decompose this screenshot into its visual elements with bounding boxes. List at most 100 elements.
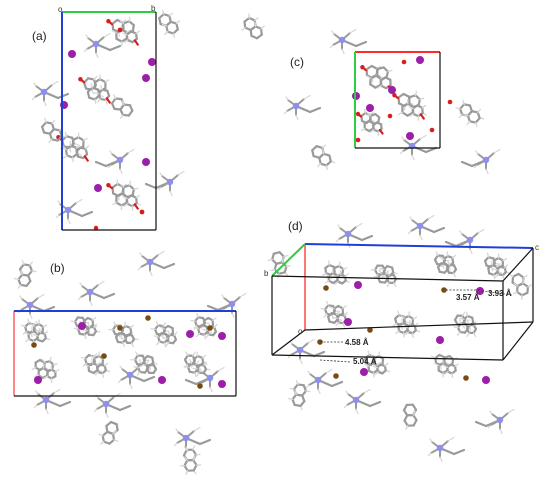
bond-stick [196, 351, 199, 357]
bond-stick [135, 351, 139, 357]
bond-stick [424, 146, 438, 154]
bond-stick [48, 138, 53, 144]
bond-stick [307, 338, 315, 344]
bond-stick [155, 320, 159, 327]
bond-stick [366, 112, 372, 117]
distance-contact-line-4 [319, 359, 351, 363]
bond-stick [113, 439, 119, 442]
bond-stick [344, 273, 349, 277]
bond-stick [328, 260, 330, 266]
bond-stick [91, 316, 97, 321]
panel-b-label: (b) [50, 261, 65, 275]
bond-stick [198, 438, 212, 446]
bond-stick [34, 374, 40, 378]
bond-stick [231, 312, 235, 319]
bond-stick [94, 160, 108, 168]
bond-stick [192, 463, 198, 472]
bond-stick [443, 370, 449, 375]
bond-stick [387, 69, 393, 73]
iodide-anion [482, 376, 490, 384]
nitrogen-atom [42, 396, 50, 404]
bromine-atom [323, 285, 329, 291]
bond-stick [90, 355, 96, 359]
bond-stick [305, 384, 310, 389]
bond-stick [104, 362, 109, 367]
bond-stick [462, 99, 465, 106]
bond-stick [312, 350, 326, 358]
bond-stick [509, 273, 514, 278]
bond-stick [395, 330, 400, 335]
bond-stick [162, 9, 165, 15]
bond-stick [493, 274, 496, 280]
bond-stick [108, 44, 122, 52]
bond-stick [472, 324, 478, 331]
bond-stick [122, 19, 127, 24]
bond-stick [122, 196, 128, 200]
bond-stick [474, 121, 478, 128]
bond-stick [417, 98, 422, 107]
bond-stick [97, 280, 105, 286]
bond-stick [151, 356, 155, 364]
bond-stick [241, 26, 246, 31]
bond-stick [447, 436, 455, 442]
bond-stick [184, 456, 188, 462]
bond-stick [283, 265, 288, 274]
distance-contact-line-2 [481, 290, 513, 296]
bond-stick [427, 452, 432, 457]
oxygen-atom [93, 225, 99, 231]
bond-stick [400, 315, 406, 319]
panel-d-cell-c-axis [304, 243, 534, 249]
iodide-anion [354, 281, 362, 289]
iodide-anion [366, 104, 374, 112]
bond-stick [444, 240, 458, 248]
bond-stick [192, 351, 196, 357]
bond-stick [119, 114, 124, 119]
bond-stick [31, 270, 37, 273]
bond-stick [93, 408, 98, 413]
bond-stick [152, 364, 158, 371]
bond-stick [463, 114, 469, 117]
bond-stick [432, 226, 446, 234]
bond-stick [452, 448, 466, 456]
bond-stick [117, 379, 122, 384]
iodide-anion [94, 184, 102, 192]
bond-stick [193, 326, 199, 330]
bond-stick [452, 272, 456, 278]
bond-stick [239, 292, 247, 298]
bond-stick [105, 412, 109, 419]
bond-stick [469, 248, 473, 255]
bond-stick [414, 322, 419, 327]
bond-stick [283, 110, 288, 115]
panel-a-molecules [31, 9, 185, 231]
bond-stick [83, 48, 88, 53]
bond-stick [411, 332, 415, 338]
bond-stick [139, 252, 143, 257]
nitrogen-atom [92, 40, 100, 48]
bond-stick [91, 318, 95, 327]
bond-stick [285, 96, 289, 101]
nitrogen-atom [116, 156, 124, 164]
bond-stick [456, 331, 461, 336]
bond-stick [360, 234, 374, 242]
bond-stick [337, 224, 341, 229]
bond-stick [98, 433, 104, 437]
panel-d-cell-bottom-left [271, 329, 306, 356]
bond-stick [419, 113, 425, 120]
bond-stick [137, 266, 142, 271]
bond-stick [451, 256, 455, 264]
bond-stick [466, 120, 471, 126]
bond-stick [168, 12, 174, 17]
bond-stick [75, 144, 81, 149]
bond-stick [201, 354, 207, 359]
nitrogen-atom [26, 301, 34, 309]
bond-stick [131, 188, 136, 197]
bond-stick [128, 16, 131, 22]
bond-stick [96, 361, 101, 366]
iodide-anion [388, 86, 396, 94]
bond-stick [104, 79, 110, 83]
bond-stick [259, 27, 263, 36]
bond-stick [489, 410, 493, 415]
bond-stick [89, 300, 93, 307]
bond-stick [17, 284, 22, 289]
bond-stick [471, 316, 475, 324]
